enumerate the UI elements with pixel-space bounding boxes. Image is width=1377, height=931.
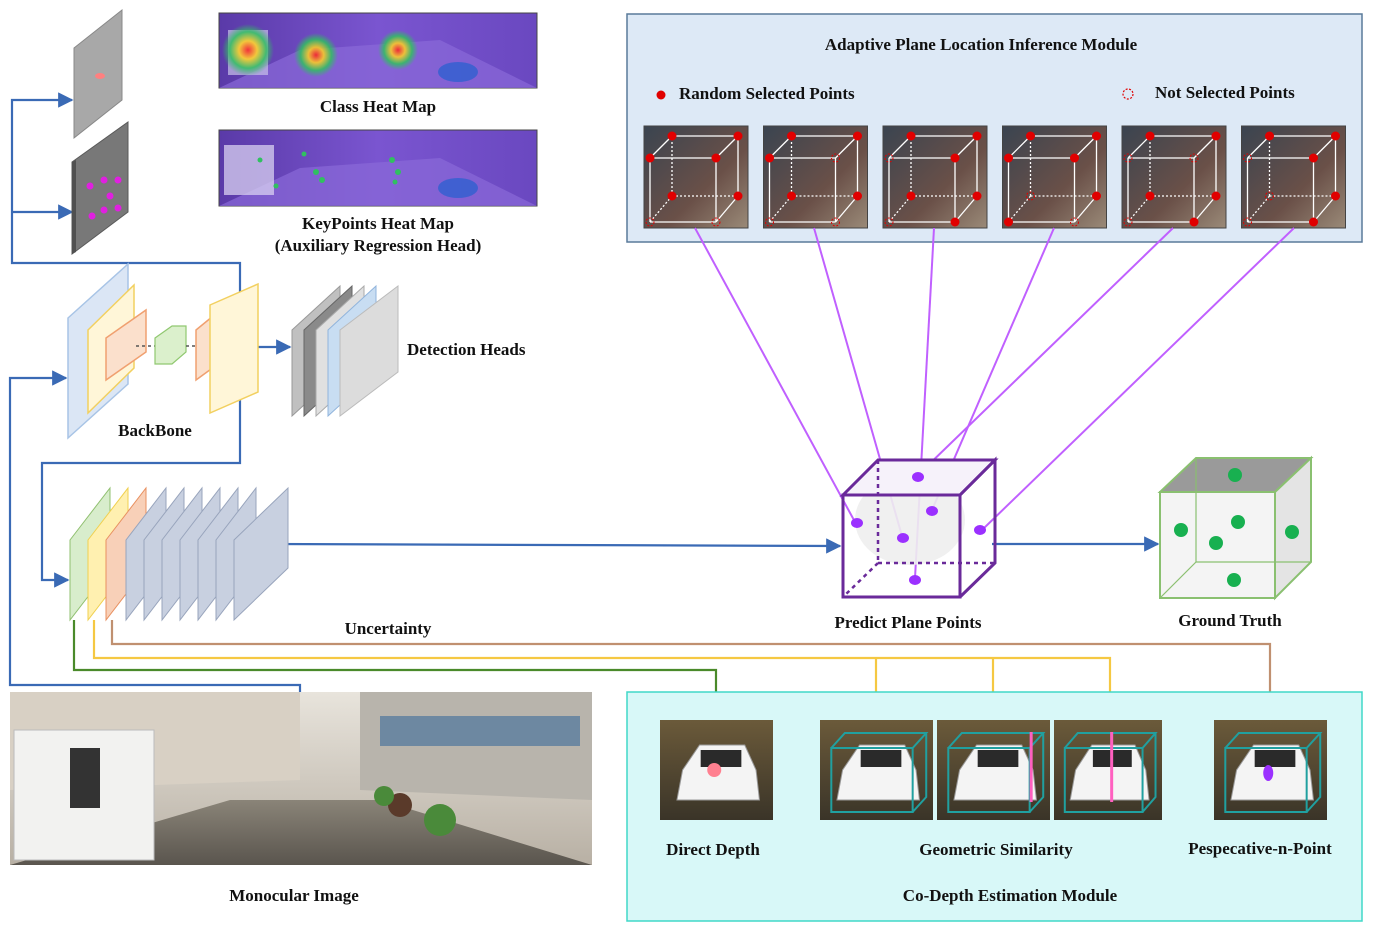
keypoints-heat-map-label: KeyPoints Heat Map — [301, 214, 455, 233]
keypoints-heat-map-sublabel: (Auxiliary Regression Head) — [274, 236, 482, 255]
ground-truth-cube — [1157, 455, 1314, 601]
corner-point — [1331, 191, 1340, 201]
corner-point — [1243, 217, 1252, 227]
corner-point — [1026, 131, 1035, 141]
corner-point — [884, 217, 894, 227]
keypoint-feature-panel — [71, 121, 129, 255]
inference-sample-thumbnail — [643, 125, 749, 229]
corner-point — [1123, 153, 1133, 163]
monocular-image — [10, 692, 592, 865]
inference-module-panel — [626, 13, 1363, 243]
backbone-label: BackBone — [118, 421, 192, 440]
detection-heads-stack — [291, 284, 399, 418]
legend-not-selected-label: Not Selected Points — [1155, 83, 1295, 102]
corner-point — [1243, 153, 1252, 163]
corner-point — [1189, 153, 1199, 163]
corner-point — [950, 217, 960, 227]
direct-depth-label: Direct Depth — [666, 840, 760, 859]
corner-point — [906, 191, 916, 201]
corner-point — [733, 131, 743, 141]
corner-point — [1309, 153, 1318, 163]
codepth-car-thumbnail — [1214, 720, 1327, 820]
inference-module-title: Adaptive Plane Location Inference Module — [824, 35, 1138, 54]
codepth-car-thumbnail — [1054, 720, 1162, 820]
inference-sample-thumbnail — [1121, 125, 1227, 229]
corner-point — [1092, 191, 1101, 201]
corner-point — [1331, 131, 1340, 141]
corner-point — [1092, 131, 1101, 141]
backbone-network — [67, 262, 259, 440]
detection-heads-label: Detection Heads — [407, 340, 526, 359]
corner-point — [1070, 217, 1079, 227]
routing-lines — [8, 92, 1160, 695]
corner-point — [853, 131, 862, 141]
corner-point — [667, 191, 677, 201]
corner-point — [1265, 191, 1274, 201]
uncertainty-label: Uncertainty — [344, 619, 432, 638]
corner-point — [884, 153, 894, 163]
corner-point — [950, 153, 960, 163]
corner-point — [1145, 191, 1155, 201]
corner-point — [1145, 131, 1155, 141]
corner-point — [1004, 217, 1013, 227]
codepth-module-title: Co-Depth Estimation Module — [902, 886, 1118, 905]
corner-point — [667, 131, 677, 141]
corner-point — [831, 153, 840, 163]
corner-point — [1026, 191, 1035, 201]
corner-point — [853, 191, 862, 201]
corner-point — [787, 131, 796, 141]
inference-sample-thumbnail — [882, 125, 988, 229]
ground-truth-label: Ground Truth — [1178, 611, 1282, 630]
corner-point — [711, 153, 721, 163]
corner-point — [765, 217, 774, 227]
codepth-samples — [660, 720, 1327, 820]
uncertainty-stack — [69, 486, 289, 622]
corner-point — [972, 131, 982, 141]
corner-point — [787, 191, 796, 201]
keypoints-heat-map-image — [218, 129, 538, 207]
inference-sample-thumbnail — [1241, 125, 1346, 229]
corner-point — [1070, 153, 1079, 163]
corner-point — [1211, 191, 1221, 201]
corner-point — [1211, 131, 1221, 141]
class-heat-map-label: Class Heat Map — [319, 97, 437, 116]
corner-point — [1265, 131, 1274, 141]
inference-sample-thumbnail — [763, 125, 868, 229]
legend-selected-label: Random Selected Points — [679, 84, 855, 103]
corner-point — [765, 153, 774, 163]
corner-point — [1004, 153, 1013, 163]
predict-plane-points-label: Predict Plane Points — [834, 613, 982, 632]
corner-point — [733, 191, 743, 201]
codepth-car-thumbnail — [660, 720, 773, 820]
inference-sample-thumbnail — [1002, 125, 1107, 229]
codepth-car-thumbnail — [820, 720, 933, 820]
class-heat-map-image — [218, 12, 538, 89]
corner-point — [711, 217, 721, 227]
corner-point — [645, 217, 655, 227]
corner-point — [645, 153, 655, 163]
corner-point — [1189, 217, 1199, 227]
class-feature-panel — [73, 8, 123, 140]
predict-plane-cube — [839, 456, 999, 599]
corner-point — [906, 131, 916, 141]
inference-samples — [643, 125, 1346, 229]
geometric-similarity-label: Geometric Similarity — [919, 840, 1073, 859]
corner-point — [831, 217, 840, 227]
corner-point — [1309, 217, 1318, 227]
monocular-image-label: Monocular Image — [229, 886, 359, 905]
corner-point — [1123, 217, 1133, 227]
corner-point — [972, 191, 982, 201]
codepth-car-thumbnail — [937, 720, 1050, 820]
pnp-label: Pespecative-n-Point — [1188, 839, 1332, 858]
